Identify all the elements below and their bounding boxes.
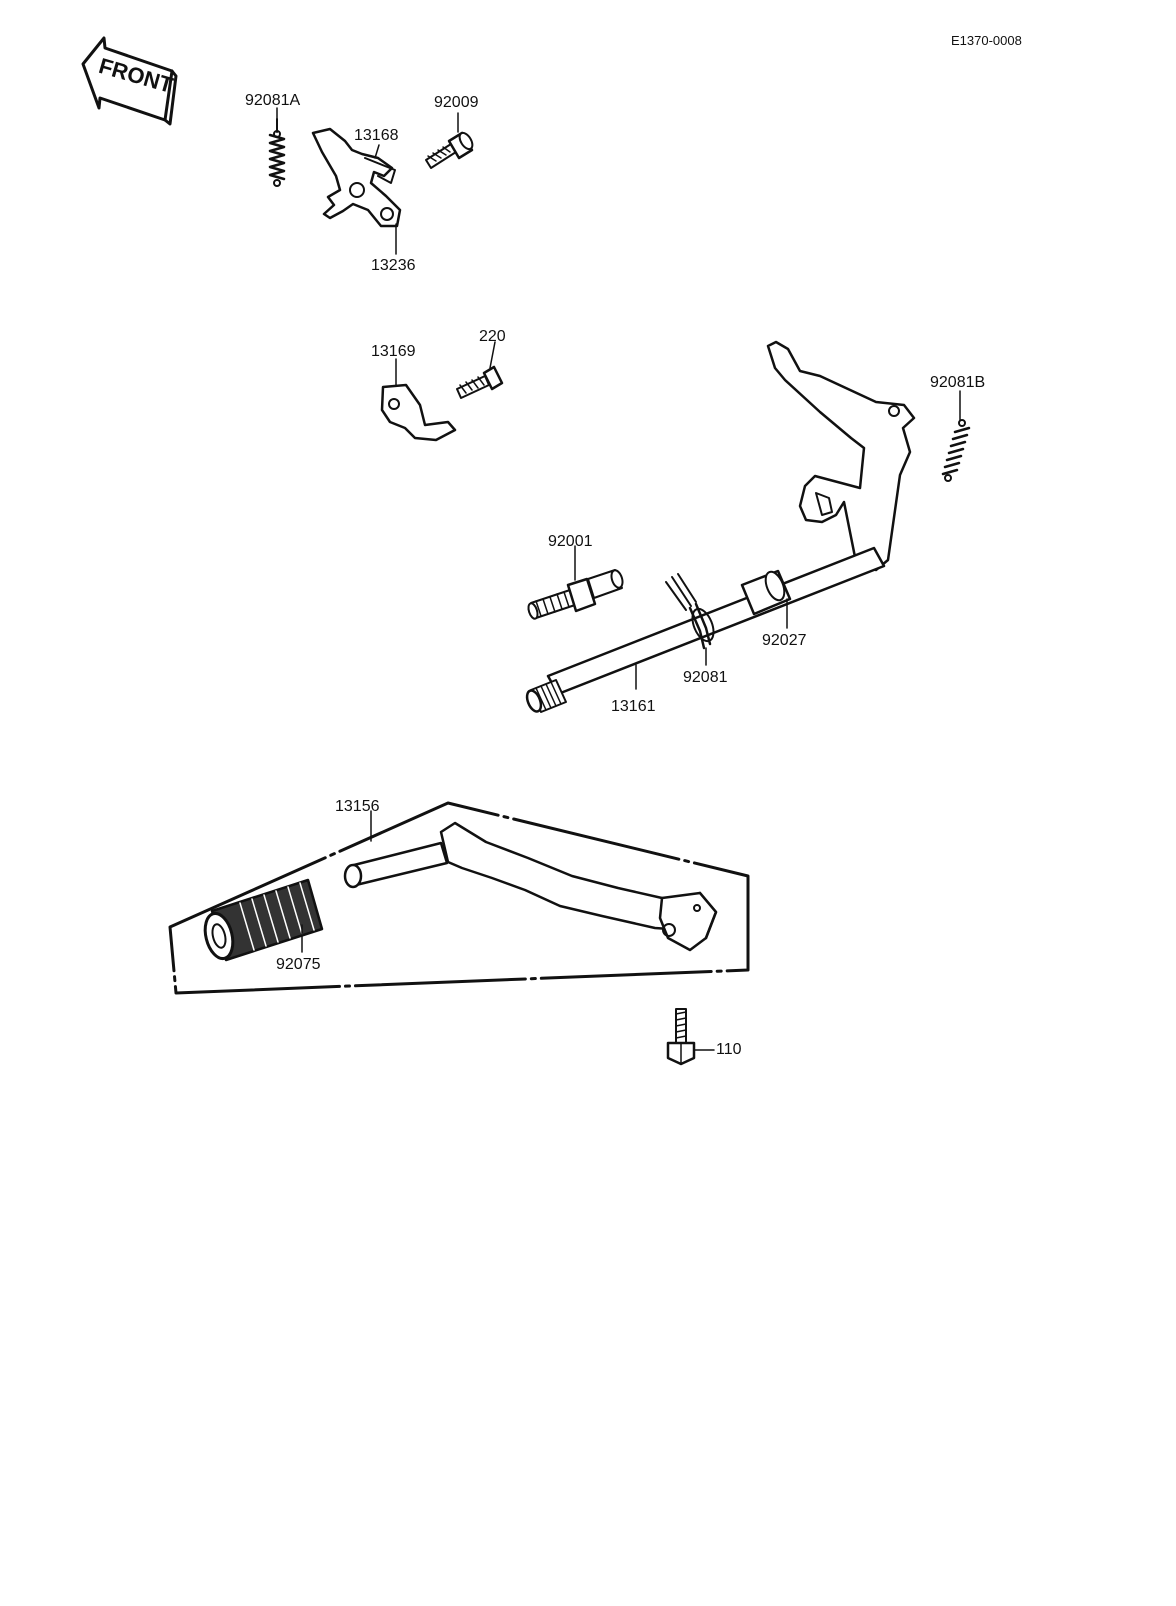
spring-92081a-icon [268, 118, 286, 187]
screw-220-icon [456, 365, 504, 399]
part-label-13161: 13161 [611, 698, 656, 715]
part-label-92001: 92001 [548, 533, 593, 550]
bolt-92009-icon [425, 131, 474, 169]
part-label-92075: 92075 [276, 956, 321, 973]
part-label-13168: 13168 [354, 127, 399, 144]
part-label-92081a: 92081A [245, 92, 301, 109]
spring-92081b-icon [941, 419, 971, 482]
leader-lines [276, 107, 961, 1051]
part-label-13236: 13236 [371, 257, 416, 274]
pedal-rubber-92075-icon [203, 878, 324, 962]
stud-92001-icon [527, 569, 624, 620]
front-arrow-icon: FRONT [81, 36, 178, 126]
part-label-92027: 92027 [762, 632, 807, 649]
part-label-13169: 13169 [371, 343, 416, 360]
bolt-110-icon [666, 1008, 696, 1066]
shift-shaft-13161-icon [525, 340, 916, 713]
part-label-220: 220 [479, 328, 506, 345]
shift-pedal-13156-icon [343, 821, 718, 952]
part-label-92081b: 92081B [930, 374, 986, 391]
shift-arm-13168-icon [311, 127, 402, 228]
document-id: E1370-0008 [951, 33, 1022, 48]
part-label-110: 110 [716, 1041, 742, 1058]
bracket-13169-icon [380, 383, 457, 442]
part-label-92081: 92081 [683, 669, 728, 686]
part-label-92009: 92009 [434, 94, 479, 111]
part-label-13156: 13156 [335, 798, 380, 815]
return-spring-92081-icon [665, 573, 715, 650]
pedal-assembly-box [168, 801, 750, 995]
